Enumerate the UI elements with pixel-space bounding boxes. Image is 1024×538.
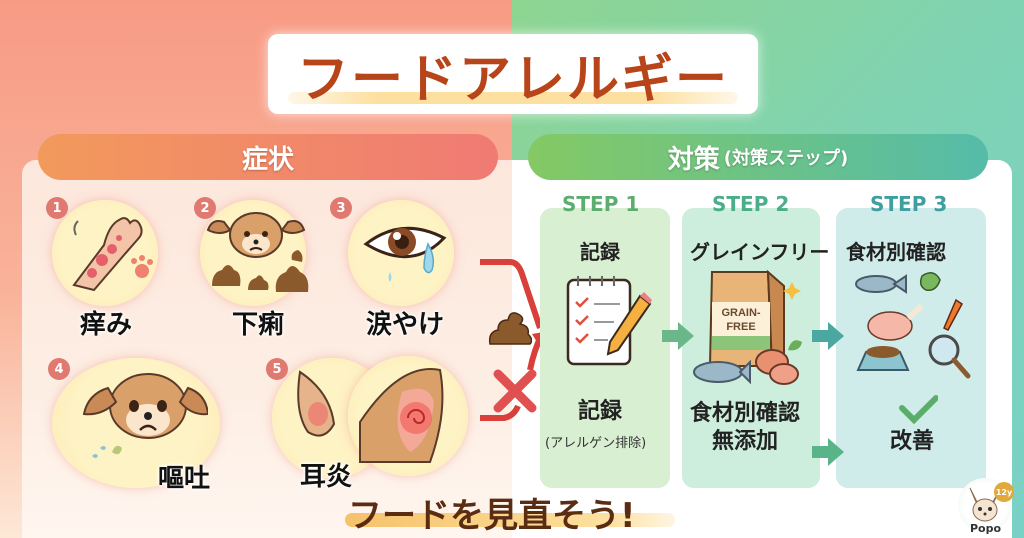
symptom-number: 1: [46, 197, 68, 219]
symptom-label: 涙やけ: [366, 310, 445, 340]
avatar-name: Popo: [970, 522, 1002, 535]
cta-text: フードを見直そう!: [348, 496, 636, 536]
step-2-heading: グレインフリー: [690, 240, 830, 264]
symptom-number: 3: [330, 197, 352, 219]
page-title: フードアレルギー: [296, 49, 729, 110]
cross-icon: [493, 369, 537, 413]
svg-text:GRAIN-: GRAIN-: [721, 307, 760, 319]
inflamed-ear-icon: [297, 368, 444, 463]
sad-dog-poop-icon: [206, 212, 309, 292]
ingredients-magnifier-icon: [855, 272, 971, 379]
symptoms-header-label: 症状: [241, 144, 294, 175]
step-3-footer: 改善: [890, 429, 935, 454]
symptom-label: 下痢: [232, 310, 285, 340]
step-1-footer: 記録: [578, 399, 623, 424]
svg-text:FREE: FREE: [726, 321, 755, 333]
arrow-right-icon: [812, 438, 844, 466]
checkmark-icon: [899, 395, 938, 424]
step-3-card: [836, 208, 986, 488]
step-3-label: STEP 3: [870, 192, 948, 216]
vomiting-dog-icon: [82, 373, 208, 458]
step-3-heading: 食材別確認: [846, 240, 946, 264]
step-2-label: STEP 2: [712, 192, 790, 216]
teary-eye-icon: [363, 226, 447, 282]
measures-header: 対策 (対策ステップ): [528, 134, 988, 180]
symptom-number: 5: [266, 358, 288, 380]
title-banner: フードアレルギー: [268, 34, 758, 114]
cta-highlight: [345, 513, 675, 527]
symptoms-header: 症状: [38, 134, 498, 180]
symptom-label: 耳炎: [300, 462, 353, 492]
step-2-footer: 食材別確認: [690, 401, 801, 426]
measures-header-label: 対策: [667, 144, 720, 175]
symptom-number: 4: [48, 358, 70, 380]
measures-header-sub: (対策ステップ): [723, 148, 849, 169]
poop-icon: [488, 312, 532, 345]
step-1-heading: 記録: [580, 240, 620, 264]
arrow-right-icon: [662, 322, 694, 350]
symptom-label: 痒み: [80, 310, 133, 340]
itchy-arm-icon: [72, 217, 153, 292]
symptom-label: 嘔吐: [158, 464, 211, 494]
age-badge: 12y: [994, 482, 1014, 502]
step-1-label: STEP 1: [562, 192, 640, 216]
step-2-footer-2: 無添加: [712, 429, 779, 454]
step-1-note: (アレルゲン排除): [545, 436, 647, 451]
title-highlight: [288, 92, 738, 104]
notepad-checklist-icon: [566, 276, 652, 366]
grain-free-bag-icon: GRAIN- FREE: [693, 269, 802, 385]
chihuahua-icon: [969, 487, 1001, 522]
symptom-number: 2: [194, 197, 216, 219]
arrow-right-icon: [812, 322, 844, 350]
